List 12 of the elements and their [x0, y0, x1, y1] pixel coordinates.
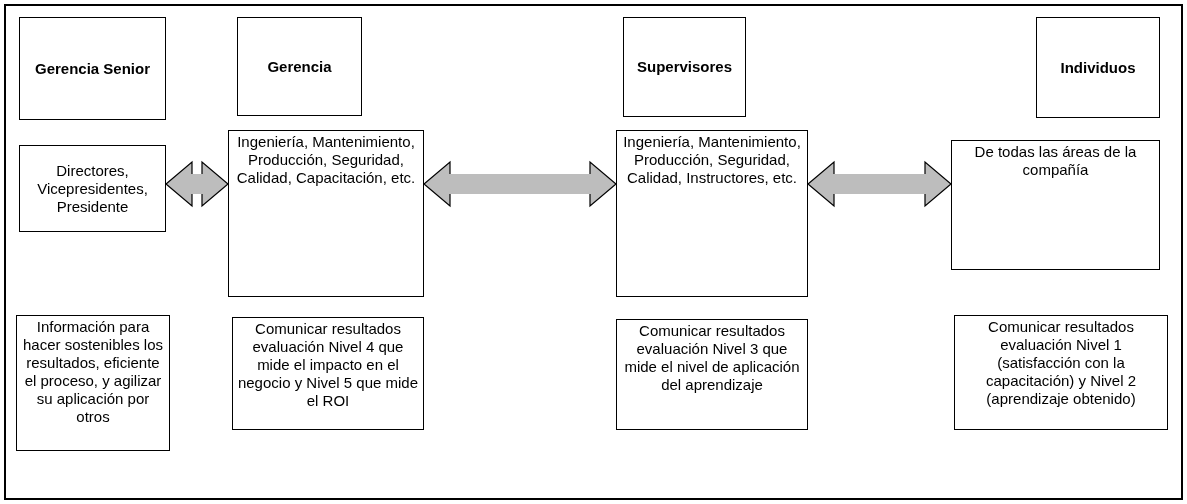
header-box: Gerencia: [237, 17, 362, 116]
content-box: Directores, Vicepresidentes, Presidente: [19, 145, 166, 232]
text-box: Comunicar resultados evaluación Nivel 3 que mide el nivel de aplicación del aprendizaje: [616, 319, 808, 430]
content-box: De todas las áreas de la compañía: [951, 140, 1160, 270]
content-box: Ingeniería, Mantenimiento, Producción, Seguridad, Calidad, Capacitación, etc.: [228, 130, 424, 297]
header-box: Supervisores: [623, 17, 746, 117]
text-box: Comunicar resultados evaluación Nivel 4 que mide el impacto en el negocio y Nivel 5 que mide el ROI: [232, 317, 424, 430]
header-box: Individuos: [1036, 17, 1160, 118]
text-box: Información para hacer sostenibles los resultados, eficiente el proceso, y agilizar su aplicación por otros: [16, 315, 170, 451]
header-box: Gerencia Senior: [19, 17, 166, 120]
content-box: Ingeniería, Mantenimiento, Producción, Seguridad, Calidad, Instructores, etc.: [616, 130, 808, 297]
text-box: Comunicar resultados evaluación Nivel 1 (satisfacción con la capacitación) y Nivel 2 (aprendizaje obtenido): [954, 315, 1168, 430]
